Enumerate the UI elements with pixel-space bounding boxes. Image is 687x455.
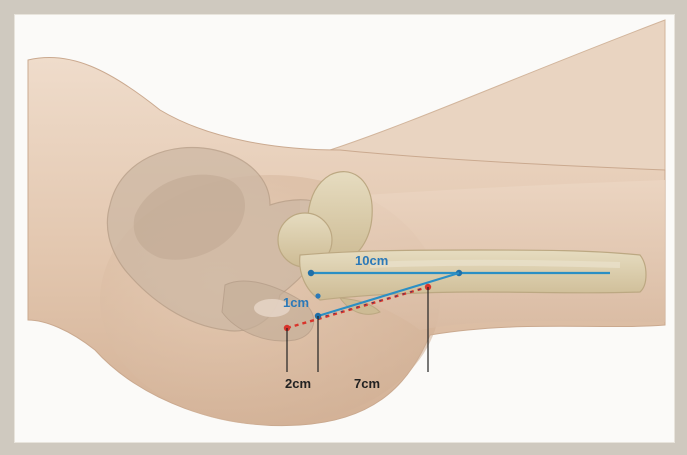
upper-leg-silhouette — [330, 20, 665, 175]
ten-cm-label: 10cm — [355, 253, 388, 268]
seven-cm-label: 7cm — [354, 376, 380, 391]
one-cm-dot — [315, 293, 320, 298]
two-cm-label: 2cm — [285, 376, 311, 391]
ten-cm-start-dot — [308, 270, 314, 276]
one-cm-label: 1cm — [283, 295, 309, 310]
femur-marrow — [370, 263, 620, 265]
femur-shaft — [300, 250, 646, 300]
